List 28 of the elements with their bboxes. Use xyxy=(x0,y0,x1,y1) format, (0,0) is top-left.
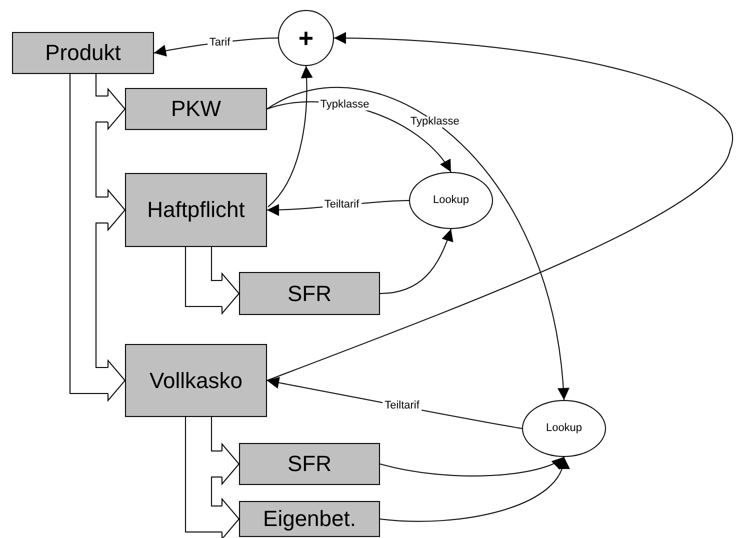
process-box xyxy=(239,501,380,537)
arrow xyxy=(266,32,733,381)
edge-label: Typklasse xyxy=(408,116,462,128)
edge-label: Teiltarif xyxy=(382,400,422,412)
node-label: Vollkasko xyxy=(150,370,242,392)
node-label: PKW xyxy=(170,98,222,120)
node-label: Produkt xyxy=(45,42,121,64)
node-label: Haftpflicht xyxy=(147,199,245,221)
process-box xyxy=(239,443,380,485)
arrow xyxy=(266,87,569,400)
node-label: + xyxy=(298,25,314,51)
arrow xyxy=(380,456,564,476)
process-box xyxy=(125,173,267,247)
node-label: SFR xyxy=(288,453,332,475)
arrow xyxy=(268,66,313,208)
process-box xyxy=(125,344,267,417)
node-label: Lookup xyxy=(432,195,470,206)
arrow xyxy=(380,228,453,294)
process-box xyxy=(12,32,154,74)
node-label: Lookup xyxy=(546,423,582,434)
arrow xyxy=(380,456,568,522)
edge-label: Typklasse xyxy=(318,99,372,110)
node-label: Eigenbet. xyxy=(263,508,356,530)
process-box xyxy=(239,272,380,315)
process-box xyxy=(125,88,267,130)
edge-label: Tarif xyxy=(207,37,232,48)
edge-label: Teiltarif xyxy=(322,200,362,211)
node-label: SFR xyxy=(288,282,332,304)
